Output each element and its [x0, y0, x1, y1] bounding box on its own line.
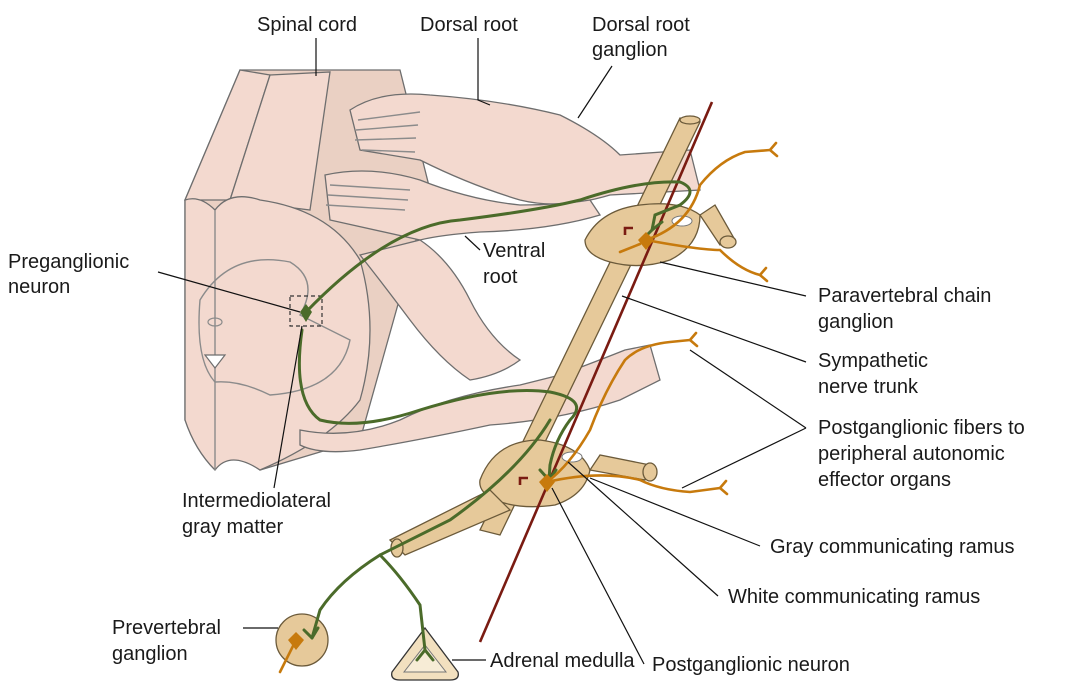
label-postganglionic-fibers-line1: Postganglionic fibers to: [818, 417, 1025, 439]
leader-paravertebral: [660, 262, 806, 296]
leader-postganglionic-1: [690, 350, 806, 428]
upper-peripheral-nerve-cut-end: [720, 236, 736, 248]
lower-peripheral-nerve-cut-end: [643, 463, 657, 481]
label-gray-ramus: Gray communicating ramus: [770, 536, 1015, 558]
label-dorsal-root-ganglion-line2: ganglion: [592, 39, 668, 61]
leader-gray-ramus: [590, 478, 760, 546]
label-sympathetic-trunk-line1: Sympathetic: [818, 350, 928, 372]
nerve-ending-3: [690, 333, 697, 346]
label-ventral-root-line2: root: [483, 266, 518, 288]
leader-dorsal-root: [478, 38, 490, 105]
leader-postganglionic-neuron: [552, 488, 644, 664]
nerve-ending-1: [770, 143, 777, 156]
label-paravertebral-line1: Paravertebral chain: [818, 285, 991, 307]
leader-postganglionic-2: [682, 428, 806, 488]
nerve-ending-2: [760, 268, 767, 281]
label-preganglionic-neuron-line2: neuron: [8, 276, 70, 298]
label-sympathetic-trunk-line2: nerve trunk: [818, 376, 919, 398]
paravertebral-chain-ganglion: [585, 204, 700, 266]
nerve-ending-4: [720, 481, 727, 494]
preganglionic-fiber-adrenal: [380, 555, 425, 650]
label-postganglionic-fibers-line3: effector organs: [818, 469, 951, 491]
label-spinal-cord: Spinal cord: [257, 14, 357, 36]
label-intermediolateral-line2: gray matter: [182, 516, 283, 538]
label-postganglionic-neuron: Postganglionic neuron: [652, 654, 850, 676]
label-dorsal-root: Dorsal root: [420, 14, 518, 36]
label-postganglionic-fibers-line2: peripheral autonomic: [818, 443, 1005, 465]
adrenal-medulla: [392, 628, 459, 680]
label-dorsal-root-ganglion-line1: Dorsal root: [592, 14, 690, 36]
label-prevertebral-line2: ganglion: [112, 643, 188, 665]
label-white-ramus: White communicating ramus: [728, 586, 980, 608]
label-adrenal-medulla: Adrenal medulla: [490, 650, 635, 672]
label-ventral-root-line1: Ventral: [483, 240, 545, 262]
label-preganglionic-neuron-line1: Preganglionic: [8, 251, 129, 273]
label-prevertebral-line1: Prevertebral: [112, 617, 221, 639]
leader-ventral-root: [465, 236, 480, 250]
label-intermediolateral-line1: Intermediolateral: [182, 490, 331, 512]
leader-dorsal-root-ganglion: [578, 66, 612, 118]
label-paravertebral-line2: ganglion: [818, 311, 894, 333]
trunk-top-cap: [680, 116, 700, 124]
